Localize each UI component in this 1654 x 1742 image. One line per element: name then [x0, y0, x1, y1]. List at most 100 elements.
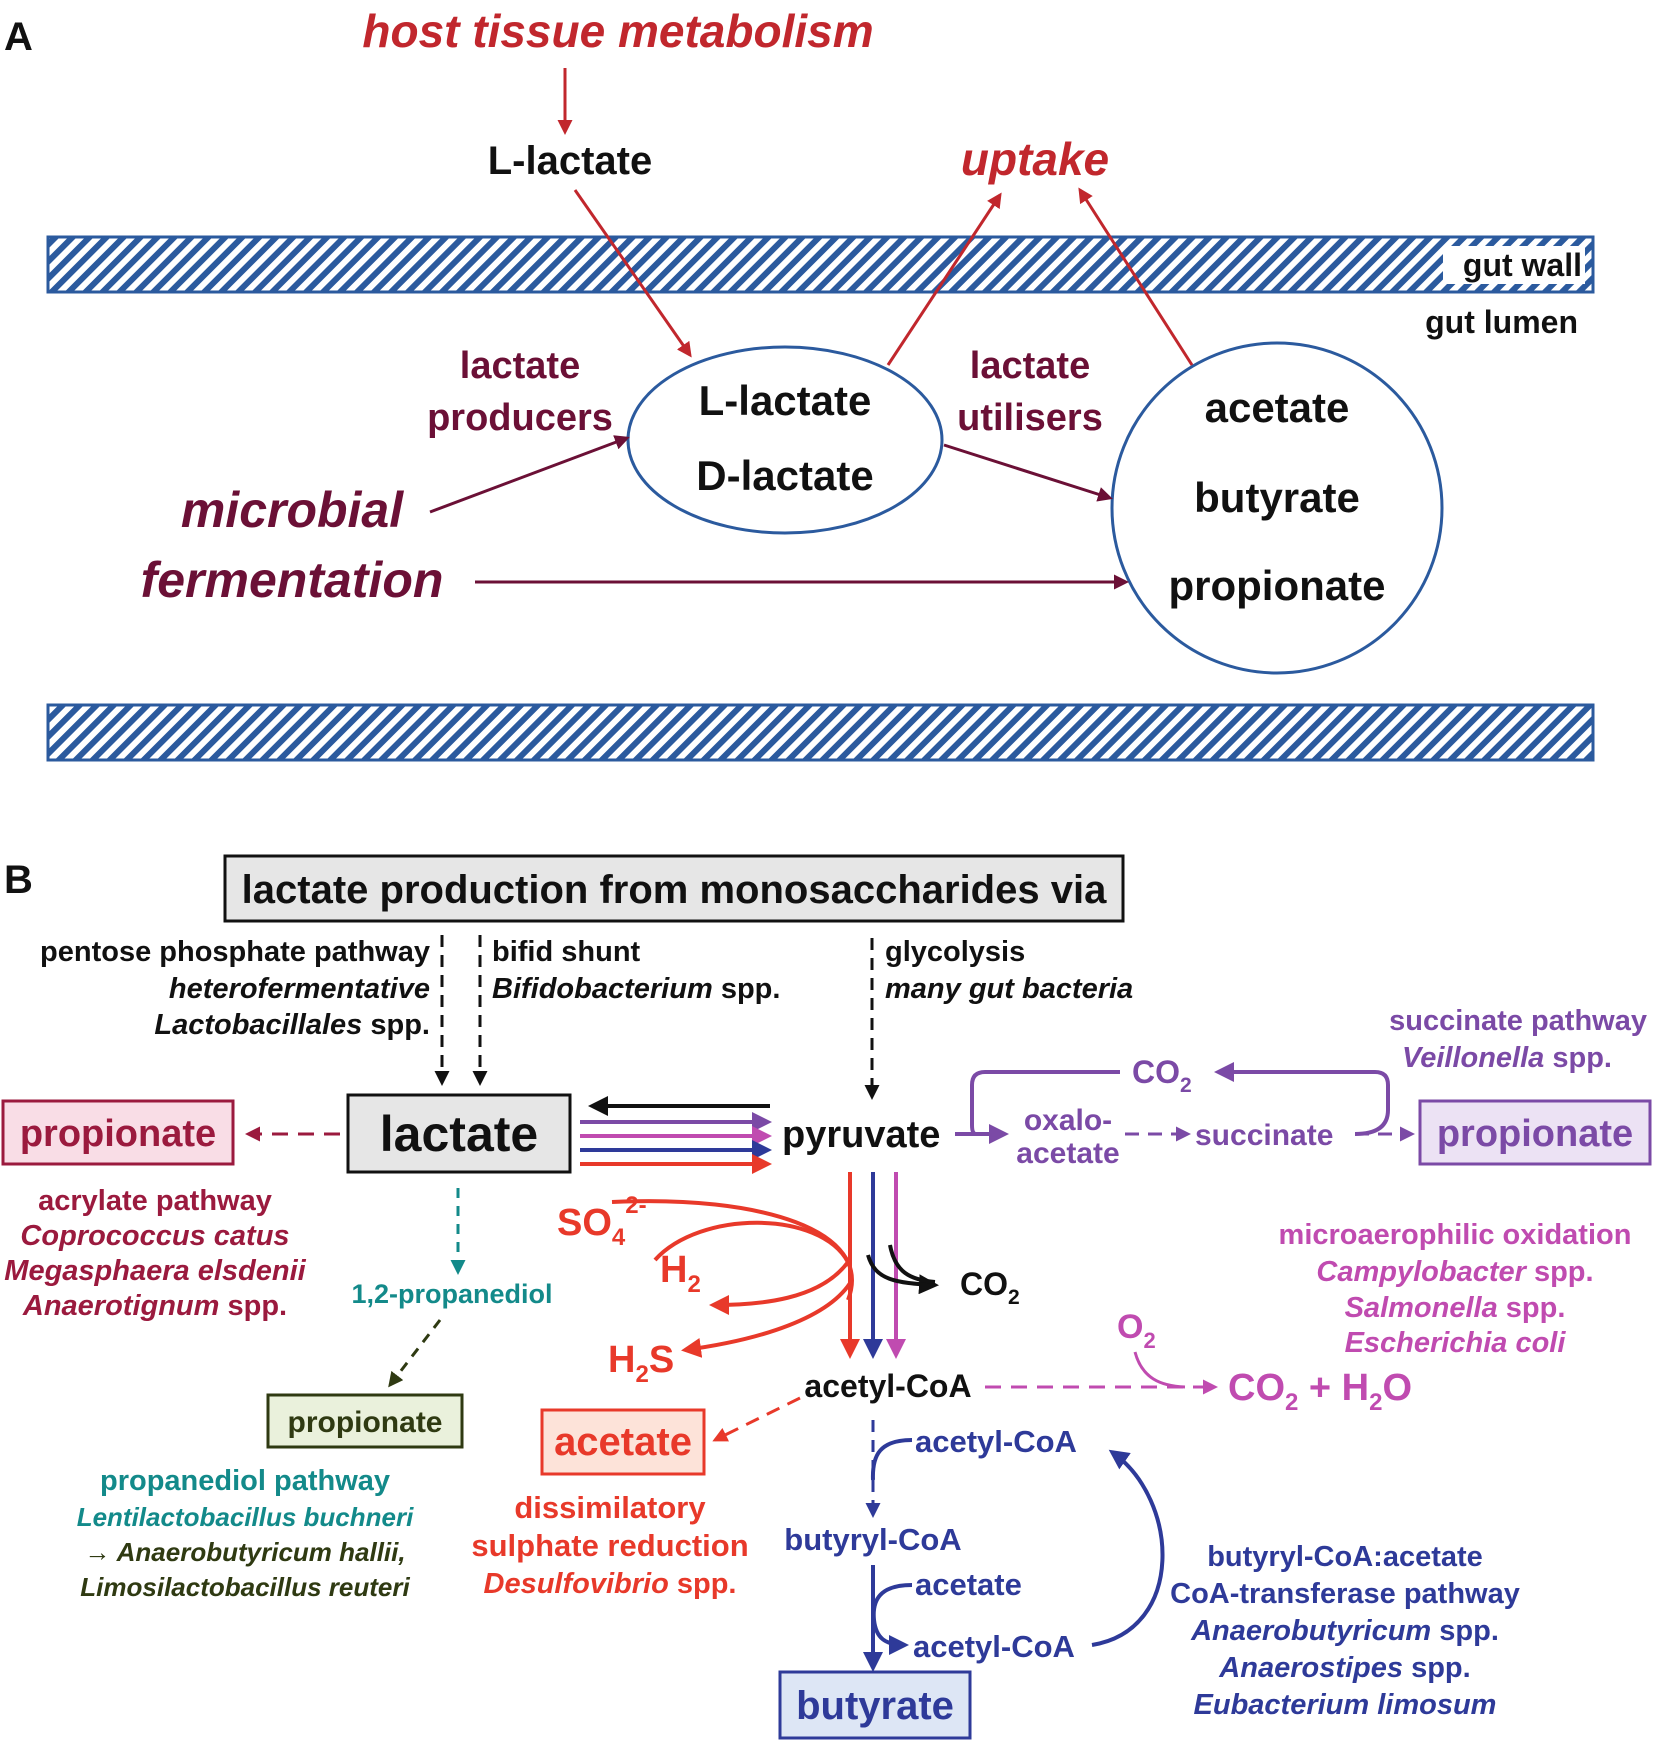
co2-h2o-label: CO2 + H2O — [1228, 1367, 1412, 1416]
pyruvate-label: pyruvate — [782, 1114, 940, 1156]
fermentation-to-pool-arrow — [429, 435, 630, 514]
lactate-pool-ellipse — [626, 345, 944, 535]
acetyl-coa-2-label: acetyl-CoA — [915, 1424, 1077, 1459]
pyruvate-co2-arrow-2 — [888, 1244, 936, 1284]
scfa-circle — [1110, 341, 1444, 675]
header-box — [223, 854, 1125, 923]
glycolysis-label: glycolysis — [885, 936, 1025, 968]
pool-l-lactate: L-lactate — [699, 377, 872, 424]
panel-b-label: B — [4, 858, 33, 902]
acetyl-coa-label: acetyl-CoA — [804, 1368, 971, 1404]
micro-label: microaerophilic oxidation — [1279, 1219, 1632, 1251]
succinate-co2-label: CO2 — [1132, 1054, 1192, 1097]
ppp-org-1: heterofermentative — [169, 973, 430, 1005]
dsr-org: Desulfovibrio spp. — [484, 1568, 737, 1600]
succinate-label: succinate — [1195, 1119, 1333, 1152]
gut-lumen-label: gut lumen — [1425, 304, 1578, 340]
lactate-producers-2: producers — [427, 397, 613, 439]
acetylcoa-to-acetate-arrow — [712, 1396, 801, 1442]
scfa-propionate: propionate — [1169, 562, 1386, 609]
propionate-right-label: propionate — [1437, 1113, 1633, 1155]
host-l-lactate: L-lactate — [488, 139, 653, 183]
acrylate-org-3: Anaerotignum spp. — [22, 1290, 287, 1322]
h2s-out-curve — [681, 1278, 854, 1358]
microbial-label-2: fermentation — [141, 552, 444, 608]
propionate-green-label: propionate — [288, 1406, 443, 1439]
bcat-label-1: butyryl-CoA:acetate — [1207, 1541, 1483, 1573]
acetate-box-label: acetate — [554, 1420, 692, 1464]
acetate-box — [540, 1408, 706, 1476]
propanediol-org-1: Lentilactobacillus buchneri — [77, 1502, 414, 1532]
gut-wall-label-bg — [1443, 246, 1585, 284]
header-text: lactate production from monosaccharides … — [242, 868, 1107, 912]
gut-wall-top — [46, 235, 1595, 294]
h2-out-curve — [709, 1260, 850, 1315]
h2s-label: H2S — [608, 1339, 674, 1388]
bcat-org-1: Anaerobutyricum spp. — [1190, 1615, 1499, 1647]
acetate-blue-label: acetate — [915, 1567, 1022, 1602]
acetyl-coa-3-label: acetyl-CoA — [913, 1629, 1075, 1664]
butyrate-label: butyrate — [796, 1684, 954, 1728]
co2-label: CO2 — [960, 1266, 1020, 1309]
oxaloacetate-label-2: acetate — [1016, 1137, 1119, 1170]
acrylate-org-2: Megasphaera elsdenii — [4, 1255, 306, 1287]
gut-wall-bottom — [46, 703, 1595, 762]
bcat-label-2: CoA-transferase pathway — [1170, 1578, 1520, 1610]
scfa-acetate: acetate — [1205, 384, 1350, 431]
propionate-left-box — [1, 1099, 235, 1166]
h2-label: H2 — [660, 1249, 701, 1298]
acrylate-label: acrylate pathway — [38, 1185, 272, 1217]
lactate-utilisers-2: utilisers — [957, 397, 1103, 439]
lactate-producers-1: lactate — [460, 345, 580, 387]
lactate-box — [346, 1093, 572, 1174]
dsr-label-2: sulphate reduction — [471, 1528, 748, 1563]
bcat-org-3: Eubacterium limosum — [1194, 1689, 1497, 1721]
propanediol-label: 1,2-propanediol — [351, 1279, 552, 1309]
llactate-to-pool-arrow — [573, 189, 692, 358]
so4-label: SO42- — [557, 1192, 647, 1251]
acetylcoa-recycle-curve — [1091, 1449, 1165, 1647]
propanediol-pathway-label: propanediol pathway — [100, 1465, 390, 1497]
propanediol-to-propionate-arrow — [388, 1319, 442, 1388]
succinate-co2-bracket — [1214, 1062, 1390, 1136]
butyryl-coa-label: butyryl-CoA — [784, 1522, 961, 1557]
so4-curve — [611, 1199, 854, 1301]
microbial-label-1: microbial — [181, 482, 404, 538]
h2-curve — [653, 1220, 850, 1263]
propionate-right-box — [1418, 1099, 1652, 1166]
scfa-uptake-arrow — [1078, 187, 1194, 366]
ppp-org-2: Lactobacillales spp. — [154, 1009, 430, 1041]
pool-uptake-arrow — [886, 192, 1002, 366]
pyruvate-co2-arrow — [866, 1254, 939, 1295]
uptake-label: uptake — [961, 133, 1109, 185]
bifid-org: Bifidobacterium spp. — [492, 973, 780, 1005]
pool-to-scfa-arrow — [943, 443, 1113, 502]
panel-b: B lactate production from monosaccharide… — [1, 854, 1652, 1740]
gut-wall-label: gut wall — [1463, 247, 1582, 283]
acetylcoa-join-curve — [870, 1438, 913, 1481]
propanediol-org-3: Limosilactobacillus reuteri — [80, 1572, 410, 1602]
scfa-butyrate: butyrate — [1194, 474, 1360, 521]
butyrate-box — [778, 1670, 972, 1740]
acetate-in-curve — [871, 1583, 913, 1655]
pool-d-lactate: D-lactate — [696, 452, 873, 499]
propionate-left-label: propionate — [20, 1113, 216, 1155]
lactate-utilisers-1: lactate — [970, 345, 1090, 387]
bcat-org-2: Anaerostipes spp. — [1218, 1652, 1470, 1684]
lactate-label: lactate — [380, 1106, 538, 1162]
host-tissue-label: host tissue metabolism — [362, 5, 873, 57]
micro-org-3: Escherichia coli — [1345, 1327, 1567, 1359]
micro-org-2: Salmonella spp. — [1345, 1292, 1566, 1324]
panel-a: A host tissue metabolism L-lactate uptak… — [4, 5, 1595, 762]
ppp-label: pentose phosphate pathway — [40, 936, 430, 968]
bifid-label: bifid shunt — [492, 936, 641, 968]
o2-label: O2 — [1117, 1308, 1156, 1353]
acrylate-org-1: Coprococcus catus — [20, 1220, 289, 1252]
oxaloacetate-label-1: oxalo- — [1024, 1104, 1112, 1137]
dsr-label-1: dissimilatory — [514, 1490, 706, 1525]
panel-a-label: A — [4, 15, 33, 59]
o2-curve — [1133, 1351, 1186, 1389]
succinate-pathway-label: succinate pathway — [1389, 1005, 1647, 1037]
propanediol-org-2: → Anaerobutyricum hallii, — [84, 1537, 405, 1567]
